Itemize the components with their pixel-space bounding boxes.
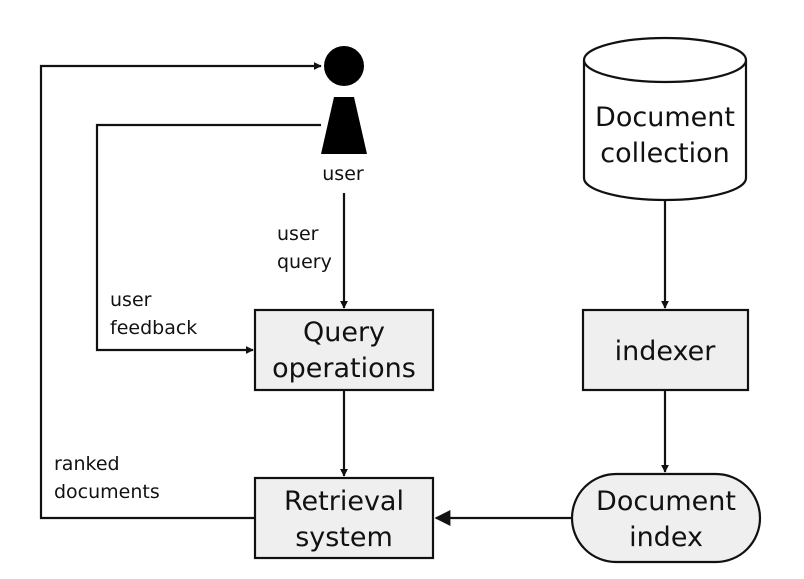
document-collection-label-line1: Document	[595, 102, 735, 133]
document-collection-node: Document collection	[582, 36, 748, 202]
retrieval-system-label-line2: system	[295, 522, 393, 553]
retrieval-system-node: Retrieval system	[253, 476, 435, 560]
ranked-documents-label-line1: ranked	[54, 453, 120, 475]
retrieval-system-label-line1: Retrieval	[284, 486, 404, 517]
query-operations-label-line1: Query	[303, 317, 385, 348]
indexer-label: indexer	[615, 336, 717, 367]
indexer-node: indexer	[581, 308, 750, 392]
document-index-node: Document index	[570, 472, 762, 564]
person-icon	[321, 46, 367, 154]
user-query-label-line2: query	[277, 251, 332, 273]
user-query-label-line1: user	[277, 223, 319, 245]
document-index-label-line1: Document	[596, 486, 736, 517]
query-operations-node: Query operations	[253, 308, 435, 392]
user-feedback-label-line1: user	[110, 289, 152, 311]
ranked-documents-edge	[39, 62, 322, 520]
ranked-documents-label-line2: documents	[54, 481, 160, 503]
document-index-label-line2: index	[629, 522, 703, 553]
user-feedback-label-line2: feedback	[110, 317, 197, 339]
document-collection-label-line2: collection	[600, 138, 730, 169]
user-label: user	[322, 163, 364, 185]
query-operations-label-line2: operations	[272, 353, 416, 384]
user-feedback-edge	[95, 123, 321, 354]
